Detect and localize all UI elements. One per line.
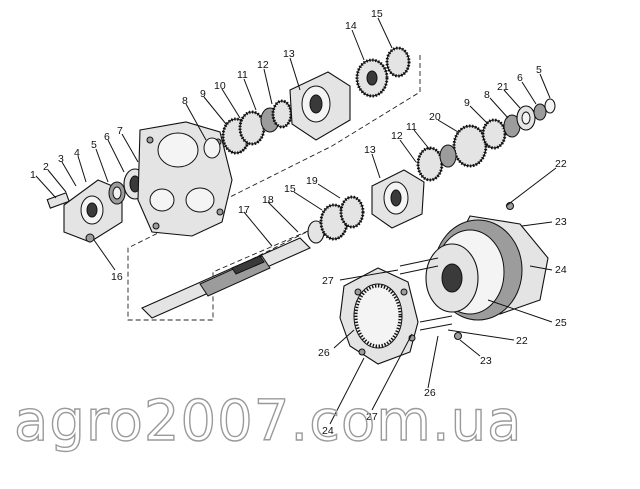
label-part-15-lower: 15: [284, 183, 296, 195]
label-part-20: 20: [429, 111, 441, 123]
label-part-13-right: 13: [364, 144, 376, 156]
part-labels: 1 2 3 4 5 6 7 8 9 10 11 12 13 14 15 16 1…: [30, 8, 567, 437]
label-part-21: 21: [497, 81, 509, 93]
label-part-10: 10: [214, 80, 226, 92]
label-part-2: 2: [43, 161, 49, 173]
label-part-6: 6: [104, 131, 110, 143]
label-part-6-right: 6: [517, 72, 523, 84]
part-14-15-gear-pair: [355, 46, 411, 98]
part-7-housing: [137, 121, 233, 237]
label-part-5: 5: [91, 139, 97, 151]
label-part-27-lower: 27: [366, 411, 378, 423]
label-part-14: 14: [345, 20, 357, 32]
label-part-7: 7: [117, 125, 123, 137]
label-part-23: 23: [555, 216, 567, 228]
label-part-3: 3: [58, 153, 64, 165]
label-part-26: 26: [318, 347, 330, 359]
label-part-16: 16: [111, 271, 123, 283]
label-part-19: 19: [306, 175, 318, 187]
part-3-4-cover: [63, 179, 123, 243]
label-part-17: 17: [238, 204, 250, 216]
label-part-24-lower: 24: [322, 425, 334, 437]
label-part-9-right: 9: [464, 97, 470, 109]
label-part-22-lower: 22: [516, 335, 528, 347]
label-part-23-lower: 23: [480, 355, 492, 367]
part-1-bolt: [46, 192, 70, 209]
label-part-27: 27: [322, 275, 334, 287]
right-shaft-gears: [371, 98, 556, 229]
group-boundary-dashed: [127, 55, 421, 321]
label-part-8: 8: [182, 95, 188, 107]
label-part-11-right: 11: [406, 121, 417, 133]
label-part-25: 25: [555, 317, 567, 329]
label-part-12-right: 12: [391, 130, 403, 142]
label-part-15: 15: [371, 8, 383, 20]
label-part-26-lower: 26: [424, 387, 436, 399]
label-part-12: 12: [257, 59, 269, 71]
part-5-6-bearing: [108, 168, 147, 205]
label-part-4: 4: [74, 147, 80, 159]
label-part-24: 24: [555, 264, 567, 276]
hub-ring-24-25: [399, 202, 549, 340]
label-part-11: 11: [237, 69, 248, 81]
label-part-1: 1: [30, 169, 36, 181]
upper-shaft-gears: [203, 71, 351, 159]
label-part-8-right: 8: [484, 89, 490, 101]
label-part-13: 13: [283, 48, 295, 60]
label-part-22: 22: [555, 158, 567, 170]
main-shaft: [141, 195, 365, 319]
leader-lines: [35, 17, 557, 425]
hub-flange-26: [339, 267, 419, 365]
label-part-5-right: 5: [536, 64, 542, 76]
part-16-plug: [85, 233, 95, 243]
watermark-text: agro2007.com.ua: [14, 389, 522, 454]
label-part-18: 18: [262, 194, 274, 206]
label-part-9: 9: [200, 88, 206, 100]
